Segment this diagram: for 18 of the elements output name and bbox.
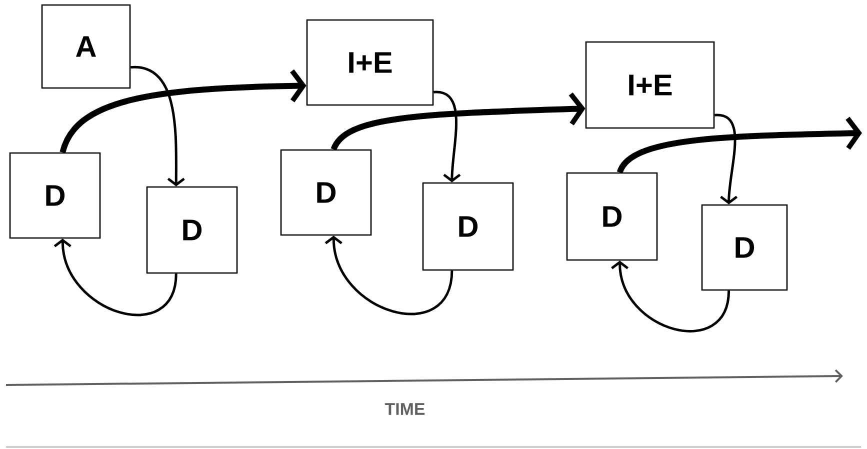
arrow: [434, 90, 461, 182]
letter-box: D: [146, 186, 238, 274]
arrow: [617, 116, 862, 174]
letter-box: A: [41, 4, 131, 89]
letter-box: D: [566, 172, 658, 261]
arrow: [60, 69, 306, 154]
letter-box: D: [701, 204, 788, 291]
letter-box: D: [9, 152, 101, 239]
letter-box: D: [422, 182, 514, 271]
letter-box: I+E: [585, 41, 715, 129]
arrow: [54, 238, 178, 316]
letter-box: D: [280, 149, 372, 236]
arrow: [130, 66, 185, 186]
letter-box: I+E: [306, 19, 434, 106]
arrow: [324, 236, 454, 316]
arrow: [611, 260, 730, 332]
arrow: [330, 92, 586, 151]
axis-label: TIME: [384, 403, 425, 415]
